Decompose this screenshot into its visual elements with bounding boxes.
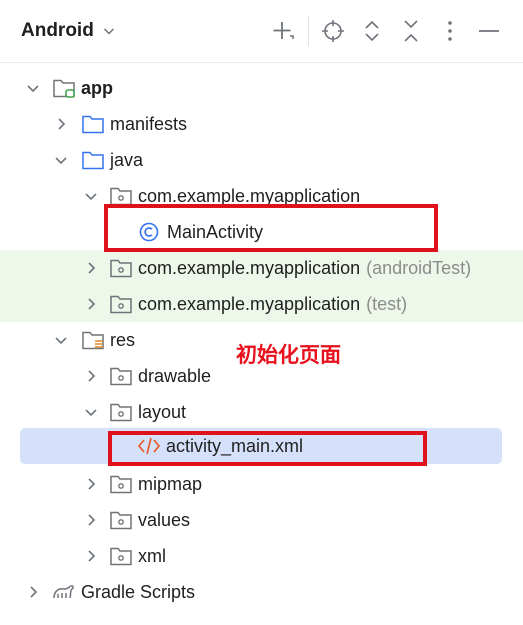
project-view-title: Android [21,20,94,41]
tree-item-app[interactable]: app [0,70,523,106]
tree-item-layout[interactable]: layout [0,394,523,430]
package-icon [109,401,133,423]
class-icon [137,221,161,243]
minimize-icon[interactable] [476,18,502,44]
package-icon [109,509,133,531]
tree-item-package-test[interactable]: com.example.myapplication(test) [0,286,523,322]
tree-item-label: res [110,330,136,350]
chevron-right-icon[interactable] [84,369,98,383]
tree-item-label: java [110,150,144,170]
chevron-right-icon[interactable] [26,585,40,599]
package-icon [109,545,133,567]
folder-icon [81,149,105,171]
chevron-right-icon[interactable] [54,117,68,131]
chevron-right-icon[interactable] [84,261,98,275]
locate-icon[interactable] [320,18,346,44]
gradle-icon [51,581,75,603]
package-icon [109,365,133,387]
tree-item-main-activity[interactable]: MainActivity [0,214,523,250]
tree-item-package-android-test[interactable]: com.example.myapplication(androidTest) [0,250,523,286]
tree-item-activity-main-xml[interactable]: activity_main.xml [0,428,523,464]
tree-item-drawable[interactable]: drawable [0,358,523,394]
folder-icon [81,113,105,135]
tree-item-java[interactable]: java [0,142,523,178]
annotation-label: 初始化页面 [236,343,341,367]
tree-item-label: values [138,510,191,530]
source-set-suffix: (androidTest) [366,258,472,278]
expand-all-icon[interactable] [359,18,385,44]
tree-item-gradle-scripts[interactable]: Gradle Scripts [0,574,523,610]
chevron-right-icon[interactable] [84,549,98,563]
tree-item-label: drawable [138,366,212,386]
chevron-down-icon [102,24,116,38]
chevron-right-icon[interactable] [84,477,98,491]
project-view-selector[interactable]: Android [21,18,116,44]
tree-item-label: MainActivity [167,222,264,242]
package-icon [109,293,133,315]
tree-item-label: mipmap [138,474,203,494]
chevron-right-icon[interactable] [84,297,98,311]
more-options-icon[interactable] [437,18,463,44]
module-folder-icon [52,77,76,99]
tree-item-label: layout [138,402,187,422]
chevron-down-icon[interactable] [26,81,40,95]
add-icon[interactable] [270,18,296,44]
tree-item-values[interactable]: values [0,502,523,538]
tree-item-manifests[interactable]: manifests [0,106,523,142]
tree-item-res[interactable]: res [0,322,523,358]
package-icon [109,473,133,495]
tree-item-label: app [81,78,114,98]
tree-item-label: com.example.myapplication(test) [138,294,407,314]
tree-item-label: manifests [110,114,188,134]
chevron-down-icon[interactable] [84,189,98,203]
tree-item-xml[interactable]: xml [0,538,523,574]
highlight-box-main-activity [104,204,438,252]
chevron-down-icon[interactable] [84,405,98,419]
tree-item-label: com.example.myapplication [138,186,361,206]
source-set-suffix: (test) [366,294,408,314]
package-icon [109,257,133,279]
tree-item-label: activity_main.xml [166,436,304,456]
tree-item-mipmap[interactable]: mipmap [0,466,523,502]
tree-item-label: com.example.myapplication(androidTest) [138,258,471,278]
chevron-right-icon[interactable] [84,513,98,527]
tree-item-label: Gradle Scripts [81,582,196,602]
collapse-all-icon[interactable] [398,18,424,44]
package-name: com.example.myapplication [138,294,361,314]
chevron-down-icon[interactable] [54,333,68,347]
highlight-box-activity-main [108,431,427,466]
xml-file-icon [137,435,161,457]
chevron-down-icon[interactable] [54,153,68,167]
project-toolbar: Android [0,0,523,63]
toolbar-separator [308,16,309,46]
resource-folder-icon [81,329,105,351]
tree-item-label: xml [138,546,166,566]
package-name: com.example.myapplication [138,258,361,278]
